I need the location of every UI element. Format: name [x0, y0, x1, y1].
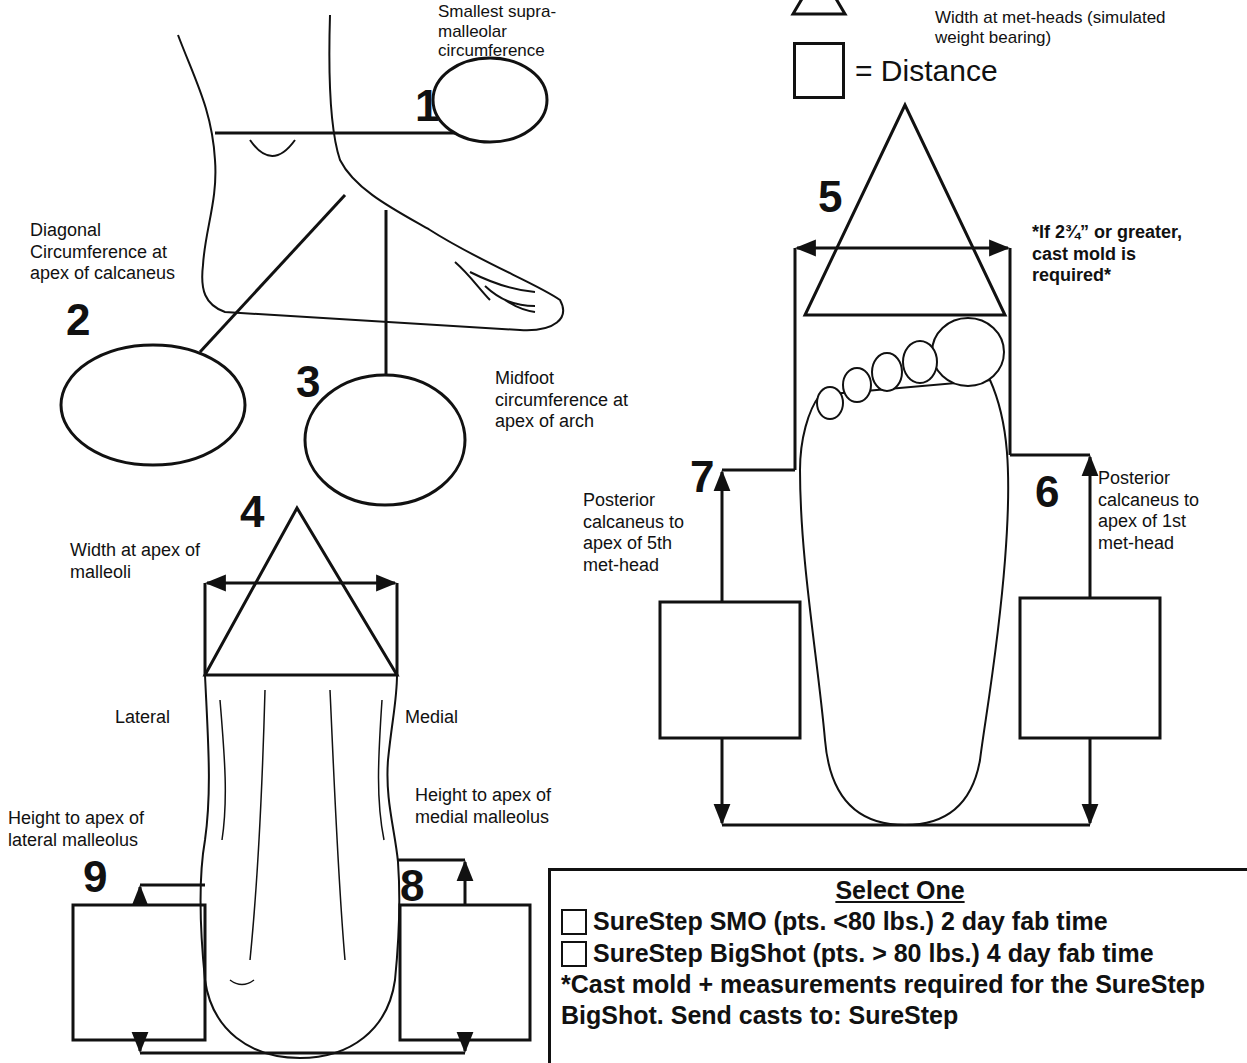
option-text: SureStep SMO (pts. <80 lbs.) 2 day fab t…: [593, 906, 1239, 937]
extension-line: [397, 859, 465, 862]
extension-line: [722, 469, 795, 472]
measure-label: Diagonal Circumference at apex of calcan…: [30, 220, 208, 285]
selection-box: Select OneSureStep SMO (pts. <80 lbs.) 2…: [548, 868, 1247, 1063]
width-triangle: [205, 508, 397, 675]
checkbox: [561, 909, 587, 935]
option-text: *Cast mold + measurements required for t…: [561, 969, 1239, 1032]
leader-line: [215, 132, 455, 135]
legend-text: = Distance: [855, 54, 998, 88]
dimension-arrow: [464, 862, 467, 905]
distance-box: [400, 905, 530, 1040]
text-row: Select One: [561, 875, 1239, 906]
callout-number: 8: [400, 864, 424, 908]
dimension-arrow: [1089, 457, 1092, 598]
dimension-arrow: [207, 582, 395, 585]
measure-label: Midfoot circumference at apex of arch: [495, 368, 645, 433]
callout-number: 6: [1035, 470, 1059, 514]
distance-box: [660, 602, 800, 738]
width-triangle: [805, 105, 1005, 315]
measure-circle: [305, 375, 465, 505]
dimension-arrow: [721, 472, 724, 602]
extension-line: [204, 583, 207, 675]
callout-number: 2: [66, 298, 90, 342]
toe: [903, 341, 937, 383]
measure-label: Height to apex of medial malleolus: [415, 785, 570, 828]
distance-box: [1020, 598, 1160, 738]
foot-detail: [250, 140, 535, 312]
text-row: SureStep BigShot (pts. > 80 lbs.) 4 day …: [561, 938, 1239, 969]
note: *If 2¾” or greater, cast mold is require…: [1032, 222, 1217, 287]
dimension-arrow: [797, 247, 1008, 250]
toe: [872, 353, 902, 391]
base-line: [722, 824, 1090, 827]
legend-triangle: [793, 0, 845, 14]
measure-circle: [61, 345, 245, 465]
text-row: *Cast mold + measurements required for t…: [561, 969, 1239, 1032]
callout-number: 1: [415, 84, 439, 128]
measure-circle: [433, 58, 547, 142]
leg-side-view: [178, 15, 563, 330]
option-text: SureStep BigShot (pts. > 80 lbs.) 4 day …: [593, 938, 1239, 969]
toe: [843, 368, 871, 402]
legend-swatch: [793, 42, 845, 99]
callout-number: 4: [240, 490, 264, 534]
extension-line: [1010, 454, 1090, 457]
dimension-arrow: [1089, 738, 1092, 823]
toe: [817, 387, 843, 419]
base-line: [140, 1052, 465, 1055]
dimension-arrow: [721, 738, 724, 823]
toes: [817, 318, 1004, 419]
side-label: Medial: [405, 707, 458, 729]
leg-back-view: [200, 675, 399, 1058]
measure-label: Smallest supra-malleolar circumference: [438, 2, 588, 61]
measure-label: Width at met-heads (simulated weight bea…: [935, 8, 1175, 47]
callout-number: 5: [818, 175, 842, 219]
dimension-arrow: [139, 887, 142, 905]
side-label: Lateral: [115, 707, 170, 729]
checkbox: [561, 941, 587, 967]
callout-number: 3: [296, 360, 320, 404]
callout-number: 7: [690, 455, 714, 499]
dimension-arrow: [139, 1040, 142, 1051]
measure-label: Posterior calcaneus to apex of 1st met-h…: [1098, 468, 1220, 554]
extension-line: [1009, 248, 1012, 455]
measure-label: Width at apex of malleoli: [70, 540, 210, 583]
leg-detail: [220, 690, 384, 985]
toe: [932, 318, 1004, 386]
distance-box: [73, 905, 205, 1040]
foot-sole: [800, 380, 1008, 825]
measure-label: Height to apex of lateral malleolus: [8, 808, 163, 851]
extension-line: [396, 583, 399, 675]
box-heading: Select One: [561, 875, 1239, 906]
dimension-arrow: [464, 1040, 467, 1051]
extension-line: [140, 884, 205, 887]
legend-item: = Distance: [793, 42, 998, 99]
text-row: SureStep SMO (pts. <80 lbs.) 2 day fab t…: [561, 906, 1239, 937]
leader-line: [200, 195, 345, 352]
extension-line: [794, 248, 797, 470]
callout-number: 9: [83, 855, 107, 899]
measure-label: Posterior calcaneus to apex of 5th met-h…: [583, 490, 688, 576]
leader-line: [385, 210, 388, 375]
